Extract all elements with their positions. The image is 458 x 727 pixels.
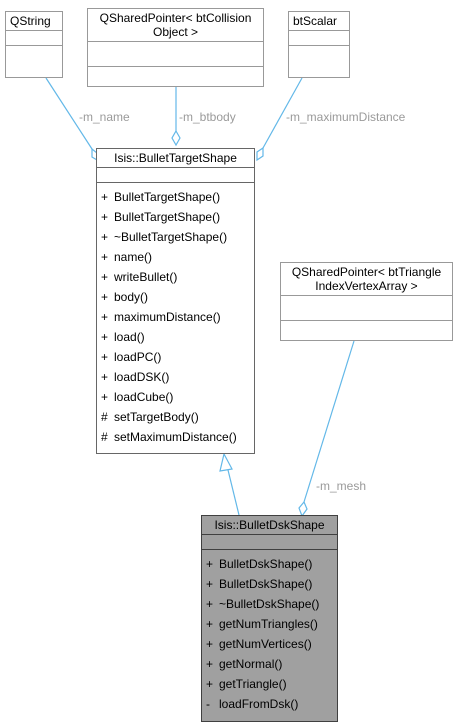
member-function[interactable]: + writeBullet() [101, 267, 250, 287]
edge-m-maximum-distance [262, 77, 303, 149]
visibility-marker: + [101, 270, 109, 284]
aggregation-diamond-m-mesh [298, 500, 308, 518]
member-name: loadFromDsk() [219, 697, 299, 711]
member-name: setMaximumDistance() [114, 430, 237, 444]
member-function[interactable]: + ~BulletDskShape() [206, 594, 333, 614]
member-function[interactable]: + loadCube() [101, 387, 250, 407]
visibility-marker: + [206, 677, 214, 691]
member-function[interactable]: + getTriangle() [206, 674, 333, 694]
member-function[interactable]: + loadDSK() [101, 367, 250, 387]
class-isis-bulletdskshape: Isis::BulletDskShape +BulletDskShape()+B… [201, 515, 338, 722]
visibility-marker: + [101, 290, 109, 304]
member-function[interactable]: + BulletDskShape() [206, 554, 333, 574]
class-title-line-1: QSharedPointer< btCollision [99, 11, 252, 25]
edge-inheritance [227, 469, 240, 516]
edge-m-name [45, 77, 93, 150]
member-name: getNumTriangles() [219, 617, 318, 631]
class-qstring: QString [5, 11, 63, 78]
visibility-marker: + [206, 557, 214, 571]
member-function[interactable]: + BulletDskShape() [206, 574, 333, 594]
member-function[interactable]: + load() [101, 327, 250, 347]
class-title-line-1: QSharedPointer< btTriangle [291, 265, 442, 279]
member-name: load() [114, 330, 145, 344]
class-title: Isis::BulletDskShape [214, 518, 325, 532]
visibility-marker: + [206, 577, 214, 591]
edge-label-m-name: -m_name [79, 110, 130, 124]
member-name: setTargetBody() [114, 410, 199, 424]
visibility-marker: + [101, 330, 109, 344]
class-qsharedpointer-bttriangleindexvertexarray: QSharedPointer< btTriangle IndexVertexAr… [280, 262, 453, 341]
edge-label-m-maximum-distance: -m_maximumDistance [286, 110, 406, 124]
member-name: writeBullet() [114, 270, 178, 284]
class-title-line-2: IndexVertexArray > [315, 279, 418, 293]
visibility-marker: + [206, 657, 214, 671]
member-name: getNumVertices() [219, 637, 312, 651]
member-name: BulletDskShape() [219, 577, 313, 591]
class-title: QString [10, 14, 51, 28]
edge-label-m-btbody: -m_btbody [179, 110, 236, 124]
aggregation-diamond-m-maximum-distance [256, 146, 264, 162]
member-function[interactable]: + getNormal() [206, 654, 333, 674]
visibility-marker: + [101, 250, 109, 264]
member-name: body() [114, 290, 149, 304]
edge-m-mesh [303, 340, 355, 503]
visibility-marker: + [101, 230, 109, 244]
class-isis-bullettargetshape: Isis::BulletTargetShape +BulletTargetSha… [96, 148, 255, 454]
class-btscalar: btScalar [288, 11, 350, 78]
member-function[interactable]: + getNumTriangles() [206, 614, 333, 634]
member-function[interactable]: # setMaximumDistance() [101, 427, 250, 447]
member-name: loadCube() [114, 390, 174, 404]
visibility-marker: - [206, 697, 210, 711]
aggregation-diamond-m-btbody [171, 129, 181, 147]
visibility-marker: + [101, 390, 109, 404]
member-function[interactable]: + maximumDistance() [101, 307, 250, 327]
member-function[interactable]: + ~BulletTargetShape() [101, 227, 250, 247]
member-function[interactable]: + body() [101, 287, 250, 307]
member-function[interactable]: + loadPC() [101, 347, 250, 367]
class-title-line-2: Object > [152, 25, 199, 39]
class-title: Isis::BulletTargetShape [114, 151, 237, 165]
visibility-marker: + [206, 637, 214, 651]
member-name: loadDSK() [114, 370, 170, 384]
visibility-marker: + [101, 350, 109, 364]
visibility-marker: # [101, 410, 108, 424]
visibility-marker: + [101, 370, 109, 384]
member-name: BulletDskShape() [219, 557, 313, 571]
member-name: ~BulletTargetShape() [114, 230, 228, 244]
member-function[interactable]: + getNumVertices() [206, 634, 333, 654]
class-qsharedpointer-btcollisionobject: QSharedPointer< btCollision Object > [87, 8, 264, 87]
visibility-marker: # [101, 430, 108, 444]
visibility-marker: + [101, 310, 109, 324]
member-name: ~BulletDskShape() [219, 597, 320, 611]
visibility-marker: + [206, 617, 214, 631]
class-title: QSharedPointer< btCollision Object > [88, 9, 263, 41]
visibility-marker: + [101, 210, 109, 224]
member-list: + BulletDskShape() + BulletDskShape() + ~Bull… [202, 549, 337, 717]
member-function[interactable]: # setTargetBody() [101, 407, 250, 427]
member-name: loadPC() [114, 350, 162, 364]
member-name: getNormal() [219, 657, 283, 671]
member-list: + BulletTargetShape() + BulletTargetShape()… [97, 182, 254, 450]
member-name: BulletTargetShape() [114, 210, 221, 224]
visibility-marker: + [206, 597, 214, 611]
member-name: getTriangle() [219, 677, 287, 691]
class-title: QSharedPointer< btTriangle IndexVertexAr… [281, 263, 452, 295]
visibility-marker: + [101, 190, 109, 204]
edge-label-m-mesh: -m_mesh [316, 479, 367, 493]
member-function[interactable]: -loadFromDsk() [206, 694, 333, 714]
inheritance-arrowhead [219, 452, 233, 472]
member-name: name() [114, 250, 153, 264]
member-function[interactable]: + BulletTargetShape() [101, 187, 250, 207]
member-function[interactable]: + name() [101, 247, 250, 267]
member-name: BulletTargetShape() [114, 190, 221, 204]
class-title: btScalar [293, 14, 338, 28]
member-function[interactable]: + BulletTargetShape() [101, 207, 250, 227]
member-name: maximumDistance() [114, 310, 221, 324]
